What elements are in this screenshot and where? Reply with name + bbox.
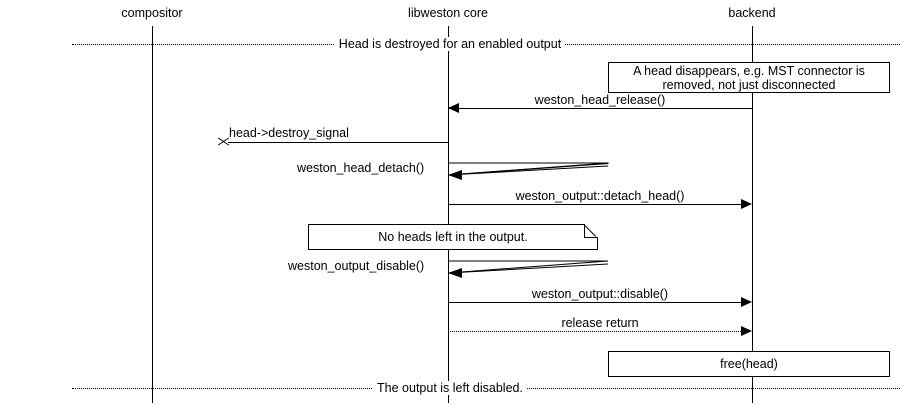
lost-message-x-icon (217, 135, 229, 147)
participant-label-backend: backend (728, 6, 776, 20)
message-line-release-return (448, 331, 741, 332)
note-fold-diagonal (584, 224, 598, 238)
arrowhead-weston-head-release (448, 103, 459, 113)
message-line-weston-output-disable (448, 302, 741, 303)
arrowhead-release-return (741, 326, 752, 336)
arrowhead-weston-output-detach-head (741, 199, 752, 209)
note-free-head: free(head) (608, 351, 890, 377)
message-label-weston-output-detach-head: weston_output::detach_head() (515, 189, 685, 203)
participant-label-compositor: compositor (121, 6, 183, 20)
message-label-weston-head-detach: weston_head_detach() (297, 161, 425, 175)
message-line-head-destroy-signal (228, 142, 448, 143)
message-selfloop-weston-head-detach (448, 162, 609, 180)
message-label-release-return: release return (561, 316, 639, 330)
message-selfloop-weston-output-disable (448, 260, 609, 278)
divider-label-bottom: The output is left disabled. (373, 381, 527, 395)
note-no-heads-left: No heads left in the output. (308, 224, 598, 250)
message-label-weston-output-disable: weston_output::disable() (531, 287, 669, 301)
lifeline-backend (752, 26, 753, 403)
message-line-weston-output-detach-head (448, 204, 741, 205)
lifeline-compositor (152, 26, 153, 403)
note-no-heads-left-text: No heads left in the output. (378, 230, 528, 244)
message-label-weston-head-release: weston_head_release() (534, 93, 666, 107)
message-label-weston-output-disable-call: weston_output_disable() (288, 259, 425, 273)
divider-label-top: Head is destroyed for an enabled output (334, 37, 566, 51)
arrowhead-weston-output-disable (741, 297, 752, 307)
message-line-weston-head-release (448, 108, 752, 109)
message-label-head-destroy-signal: head->destroy_signal (229, 126, 349, 140)
lifeline-libweston-core (448, 26, 449, 403)
participant-label-libweston-core: libweston core (408, 6, 488, 20)
note-mst-connector: A head disappears, e.g. MST connector is… (608, 62, 890, 93)
